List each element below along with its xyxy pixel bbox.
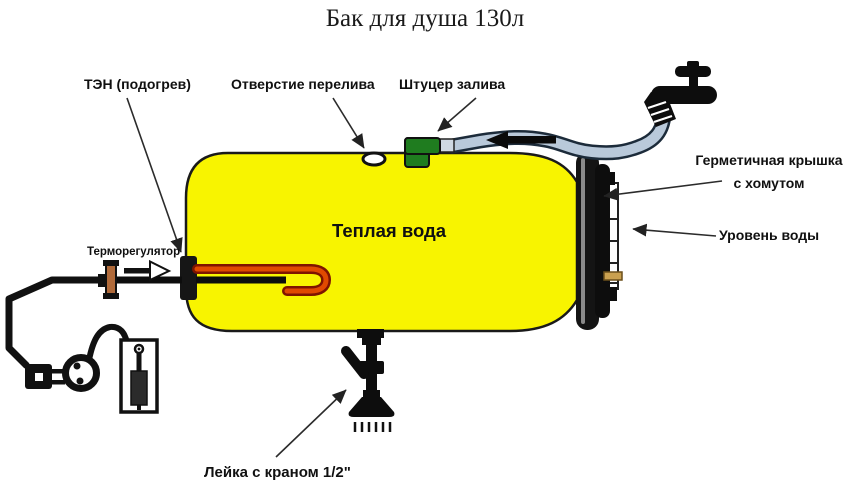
flow-arrow	[486, 131, 556, 149]
power-socket-icon	[62, 354, 100, 392]
label-shower-head: Лейка с краном 1/2"	[204, 464, 351, 481]
leader-lid	[603, 180, 723, 201]
direction-arrow	[124, 259, 172, 282]
overflow-hole	[361, 151, 387, 167]
label-water-level: Уровень воды	[719, 227, 820, 243]
label-thermostat: Терморегулятор	[87, 246, 181, 258]
label-lid-line2: с хомутом	[733, 175, 805, 191]
label-warm-water: Теплая вода	[332, 220, 447, 241]
label-lid-line1: Герметичная крышка	[695, 152, 843, 168]
inlet-hose	[444, 106, 672, 161]
label-inlet: Штуцер залива	[399, 76, 506, 92]
power-plug-icon	[25, 364, 65, 389]
leader-overflow	[332, 97, 365, 149]
label-lid: Герметичная крышка с хомутом	[688, 149, 850, 195]
label-overflow: Отверстие перелива	[231, 76, 375, 92]
tank-body	[184, 151, 579, 333]
thermostat-assembly	[5, 259, 182, 414]
leader-shower	[275, 389, 347, 458]
leader-heater	[126, 97, 183, 253]
leader-inlet	[437, 97, 477, 132]
inlet-fitting	[404, 137, 455, 168]
control-device	[119, 338, 159, 414]
faucet-icon	[644, 61, 717, 127]
shower-head-icon	[341, 329, 395, 432]
gauge-seal	[603, 271, 623, 281]
page-title: Бак для душа 130л	[325, 5, 525, 32]
thermostat-probe	[196, 276, 286, 284]
power-cable	[5, 276, 104, 369]
lid-and-gauge	[576, 152, 623, 330]
label-heater: ТЭН (подогрев)	[84, 76, 191, 92]
heating-element	[180, 256, 332, 300]
leader-level	[632, 223, 717, 237]
